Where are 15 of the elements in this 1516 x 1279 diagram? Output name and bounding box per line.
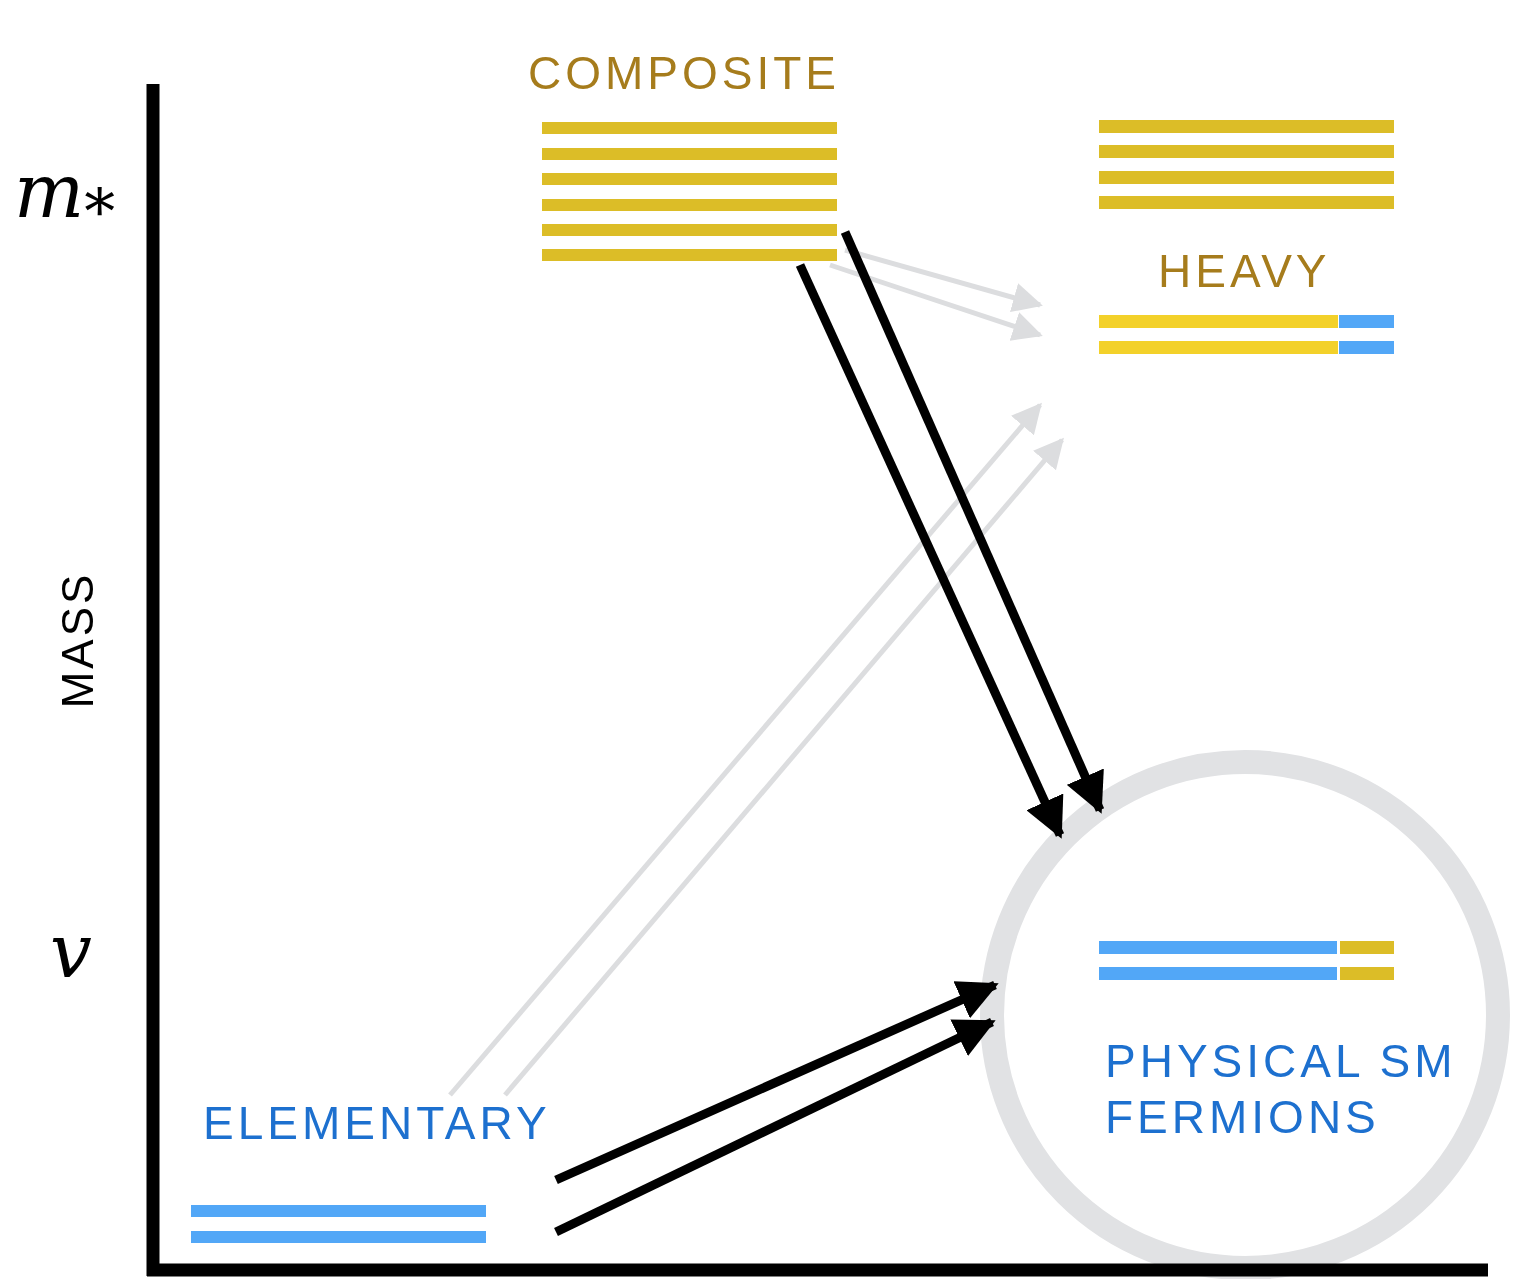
axis-tick-label: v [50, 908, 92, 994]
arrow [554, 980, 999, 1185]
arrow [503, 437, 1064, 1097]
arrow [448, 402, 1042, 1097]
arrow [795, 263, 1065, 839]
group-label: COMPOSITE [528, 46, 841, 101]
arrow [844, 247, 1043, 313]
arrow [840, 230, 1105, 814]
axis-title: MASS [53, 571, 103, 709]
group-label: PHYSICAL SM FERMIONS [1105, 1034, 1458, 1145]
group-label: HEAVY [1158, 244, 1331, 299]
arrow [554, 1017, 996, 1237]
arrow [829, 262, 1043, 341]
axis-tick-label: m$_{*}$ [14, 148, 115, 248]
group-label: ELEMENTARY [203, 1096, 551, 1151]
